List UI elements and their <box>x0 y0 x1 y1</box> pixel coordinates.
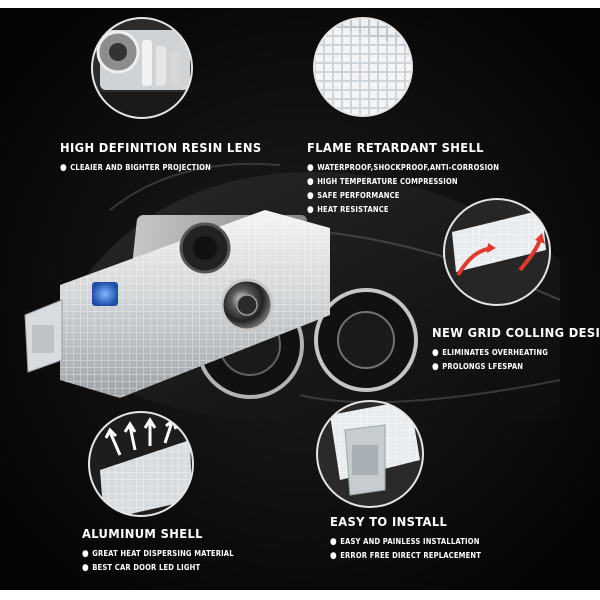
feature-bullet: ●SAFE PERFORMANCE <box>307 191 400 201</box>
bullet-icon: ● <box>307 177 314 187</box>
feature-aluminum-shell: ALUMINUM SHELL ●GREAT HEAT DISPERSING MA… <box>82 526 261 575</box>
feature-bullets: ●GREAT HEAT DISPERSING MATERIAL ●BEST CA… <box>82 547 261 575</box>
feature-title: EASY TO INSTALL <box>330 514 448 529</box>
feature-grid-cooling: NEW GRID COLLING DESIGN ●ELIMINATES OVER… <box>432 325 600 374</box>
feature-title: HIGH DEFINITION RESIN LENS <box>60 140 262 155</box>
feature-resin-lens: HIGH DEFINITION RESIN LENS ●CLEAIER AND … <box>60 140 279 175</box>
feature-bullet: ●CLEAIER AND BIGHTER PROJECTION <box>60 163 211 173</box>
feature-easy-install: EASY TO INSTALL ●EASY AND PAINLESS INSTA… <box>330 514 508 563</box>
feature-bullet: ●GREAT HEAT DISPERSING MATERIAL <box>82 549 234 559</box>
feature-bullets: ●ELIMINATES OVERHEATING ●PROLONGS LFESPA… <box>432 346 600 374</box>
bullet-icon: ● <box>307 205 314 215</box>
feature-flame-shell: FLAME RETARDANT SHELL ●WATERPROOF,SHOCKP… <box>307 140 533 217</box>
feature-bullet: ●EASY AND PAINLESS INSTALLATION <box>330 537 480 547</box>
bullet-icon: ● <box>82 549 89 559</box>
feature-bullet: ●HIGH TEMPERATURE COMPRESSION <box>307 177 458 187</box>
bullet-icon: ● <box>82 563 89 573</box>
feature-bullets: ●EASY AND PAINLESS INSTALLATION ●ERROR F… <box>330 535 508 563</box>
bullet-icon: ● <box>432 362 439 372</box>
feature-bullets: ●WATERPROOF,SHOCKPROOF,ANTI-CORROSION ●H… <box>307 161 533 217</box>
bullet-icon: ● <box>307 191 314 201</box>
grid-shell-closeup <box>314 18 412 116</box>
door-light-projector <box>24 210 330 398</box>
aluminum-heat-closeup <box>89 412 193 516</box>
blue-led <box>92 282 118 306</box>
bullet-icon: ● <box>330 537 337 547</box>
feature-title: NEW GRID COLLING DESIGN <box>432 325 600 340</box>
feature-title: ALUMINUM SHELL <box>82 526 203 541</box>
feature-bullet: ●WATERPROOF,SHOCKPROOF,ANTI-CORROSION <box>307 163 500 173</box>
feature-title: FLAME RETARDANT SHELL <box>307 140 484 155</box>
resin-lens-closeup <box>92 18 192 118</box>
feature-bullet: ●HEAT RESISTANCE <box>307 205 389 215</box>
feature-bullet: ●ELIMINATES OVERHEATING <box>432 348 548 358</box>
bullet-icon: ● <box>307 163 314 173</box>
feature-bullet: ●ERROR FREE DIRECT REPLACEMENT <box>330 551 482 561</box>
clip-install-closeup <box>317 401 423 507</box>
white-frame-bottom <box>0 590 600 600</box>
bullet-icon: ● <box>330 551 337 561</box>
cooling-grid-closeup <box>444 199 550 305</box>
feature-bullet: ●PROLONGS LFESPAN <box>432 362 524 372</box>
feature-bullet: ●BEST CAR DOOR LED LIGHT <box>82 563 201 573</box>
white-frame-top <box>0 0 600 8</box>
bullet-icon: ● <box>432 348 439 358</box>
bullet-icon: ● <box>60 163 67 173</box>
feature-bullets: ●CLEAIER AND BIGHTER PROJECTION <box>60 161 279 175</box>
